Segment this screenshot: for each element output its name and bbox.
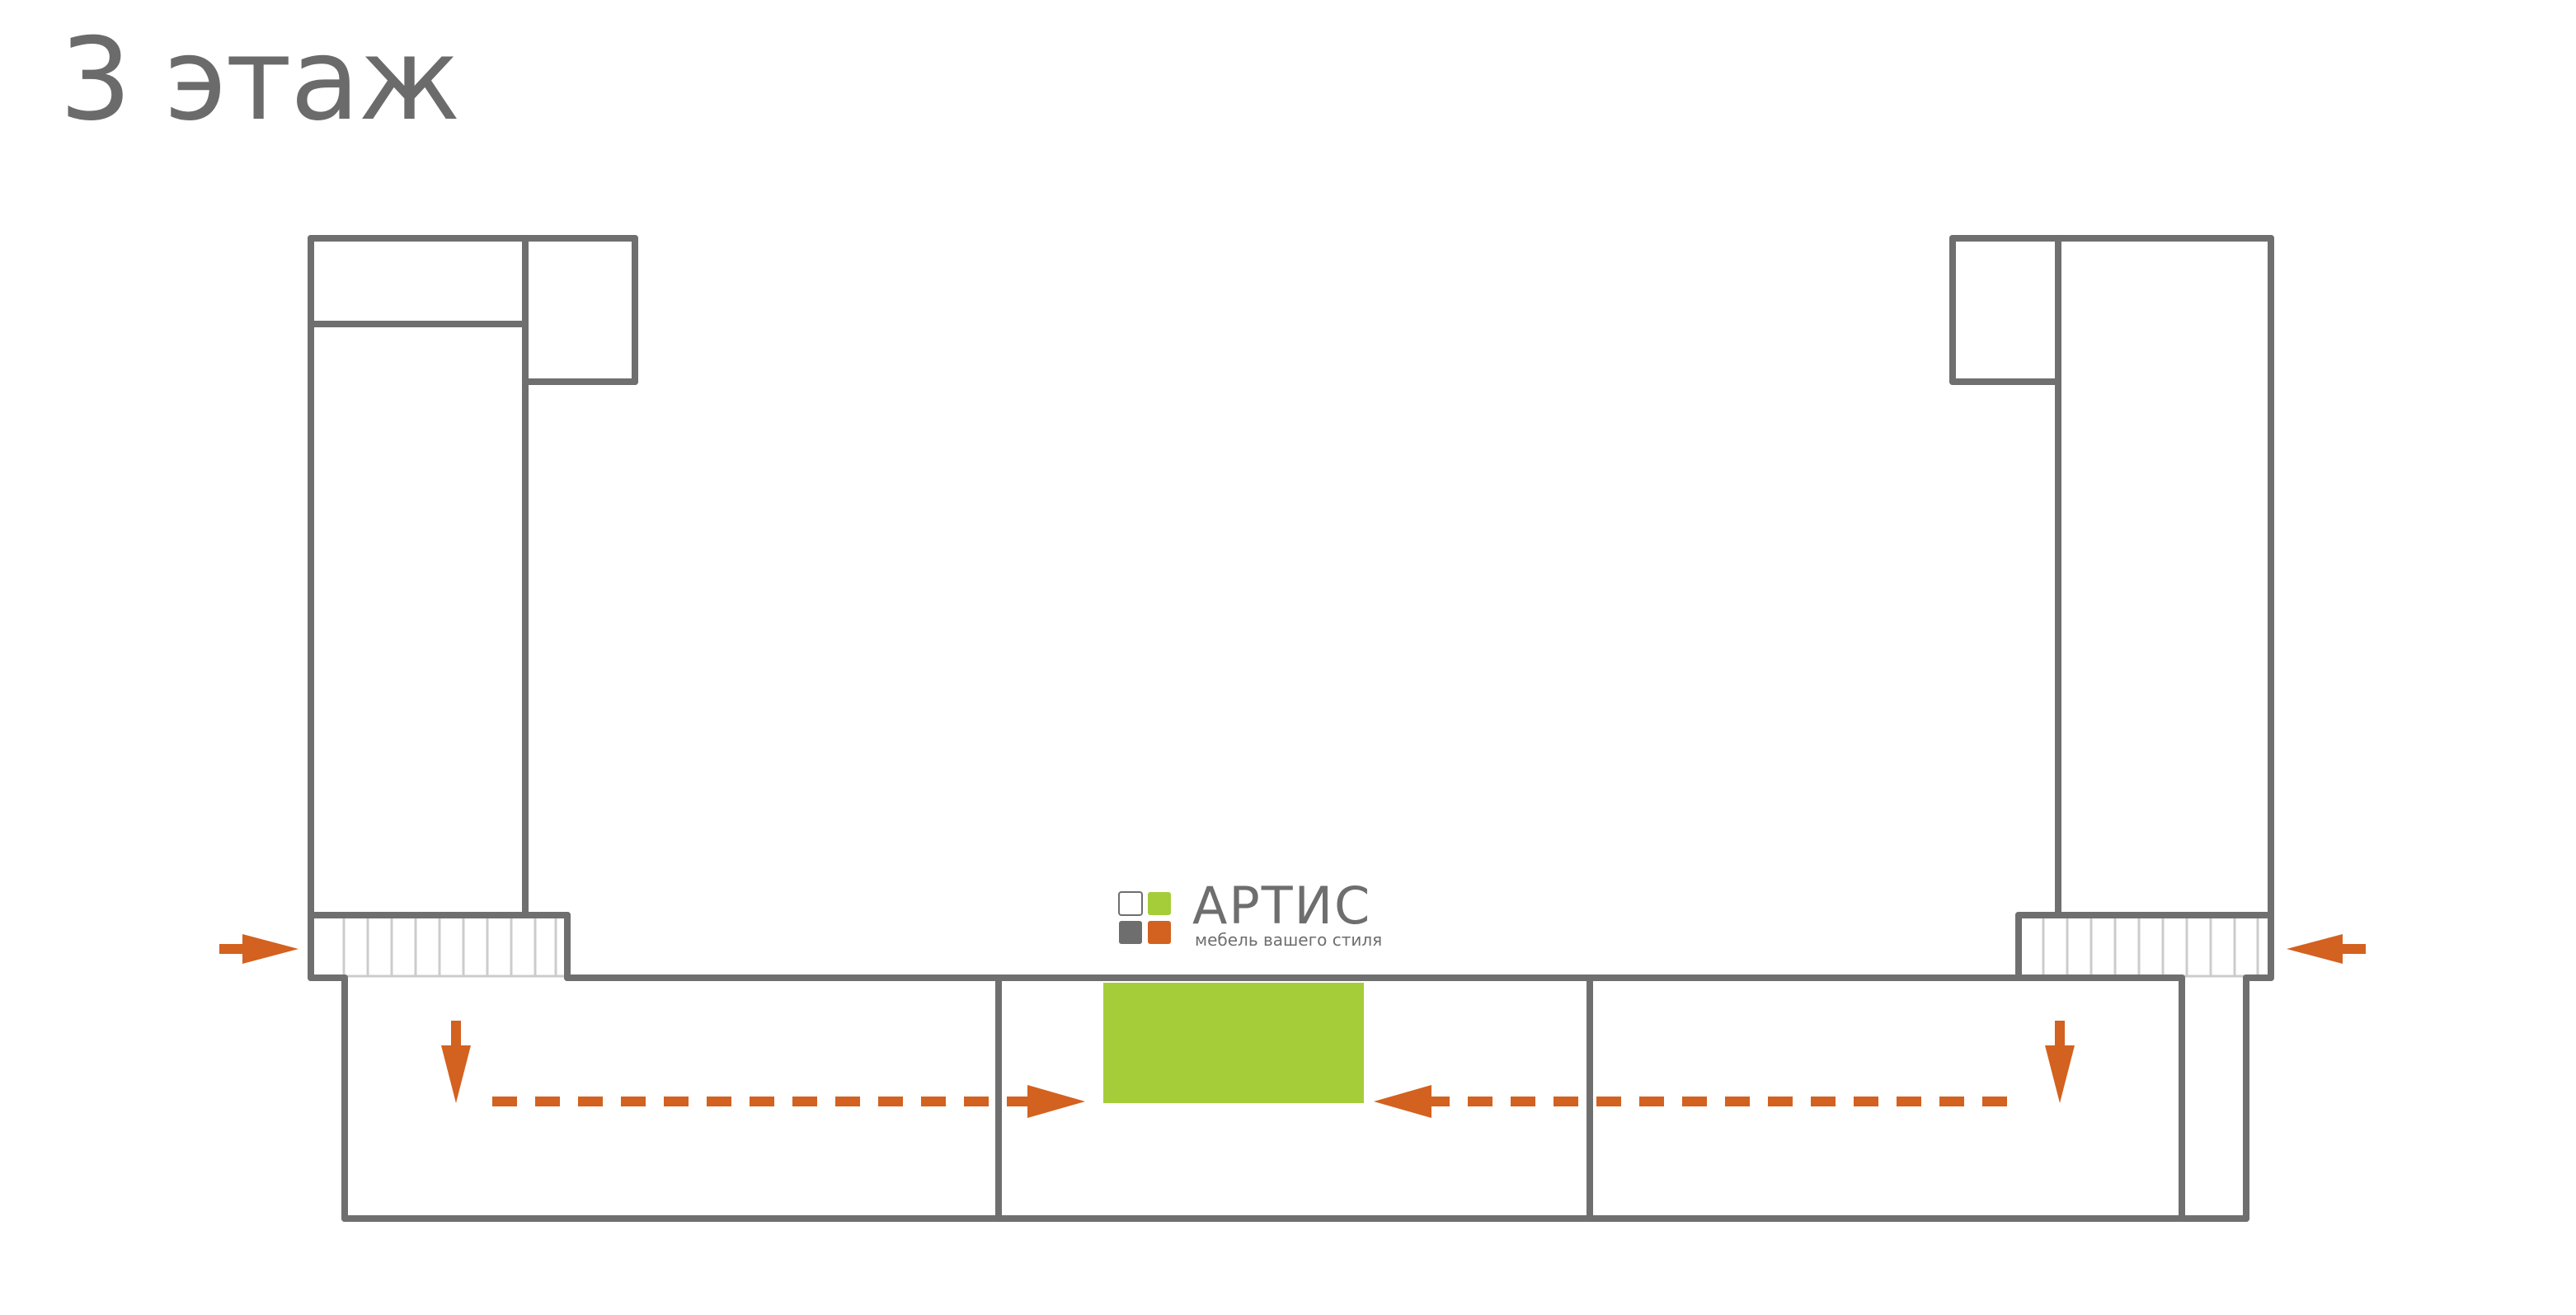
arrow-down-icon: [441, 1021, 471, 1103]
arrow-right-icon: [1027, 1085, 1085, 1118]
store-artis-area[interactable]: [1103, 983, 1364, 1103]
stairs-right: [2022, 917, 2269, 978]
arrow-left-icon: [2287, 934, 2366, 964]
logo-tiles-icon: [1118, 891, 1171, 944]
stairs-left: [312, 917, 566, 978]
arrow-left-icon: [1374, 1085, 1431, 1118]
store-name: АРТИС: [1192, 876, 1372, 936]
floor-title: 3 этаж: [59, 13, 461, 146]
arrow-down-icon: [2045, 1021, 2075, 1103]
walls: [308, 235, 2274, 1222]
store-tagline: мебель вашего стиля: [1195, 930, 1383, 950]
arrow-right-icon: [219, 934, 298, 964]
